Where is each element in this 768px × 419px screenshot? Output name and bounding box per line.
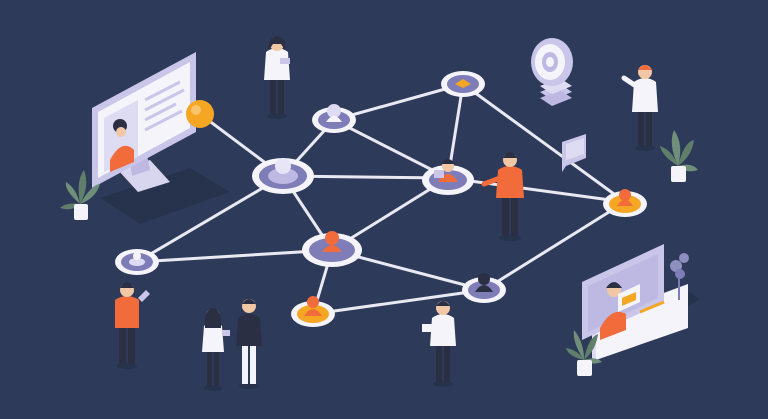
node-right	[603, 189, 647, 217]
tablet-icon	[222, 330, 230, 336]
orange-node-icon	[186, 100, 214, 128]
monitor-icon	[92, 52, 230, 224]
person-bottom-woman	[202, 308, 230, 391]
node-top-left	[312, 104, 356, 133]
node-left	[115, 249, 159, 275]
node-top-right	[441, 71, 485, 97]
chat-bubble-icon	[562, 134, 586, 172]
person-bottom-left-phone	[115, 282, 150, 369]
lightbulb-icon	[531, 38, 573, 106]
person-top-center	[264, 36, 290, 119]
node-middle	[302, 231, 362, 267]
person-bottom-center	[422, 301, 456, 387]
plant-icon	[566, 330, 602, 376]
phone-icon	[138, 290, 150, 302]
video-call-icon	[582, 244, 700, 360]
node-bottom-right	[462, 273, 506, 303]
person-bottom-man	[236, 299, 262, 389]
plant-icon	[60, 170, 100, 220]
tablet-icon	[422, 324, 432, 332]
person-right-top	[621, 65, 658, 151]
node-bottom-left	[291, 296, 335, 327]
node-center-right	[422, 159, 474, 195]
person-center	[481, 152, 524, 241]
plant-icon	[660, 130, 698, 182]
node-center-left	[252, 158, 314, 194]
